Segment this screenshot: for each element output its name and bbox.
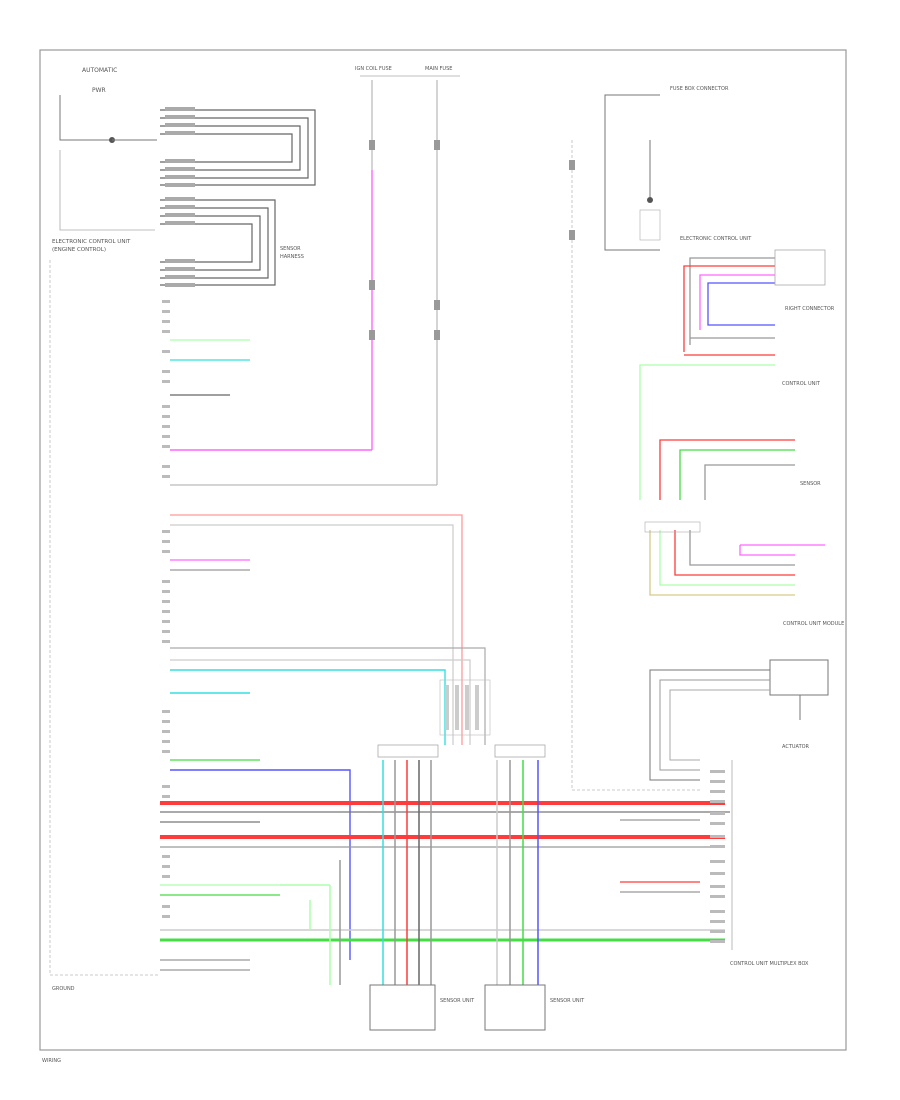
automatic-sublabel: PWR (92, 87, 106, 94)
right-mid3-label: SENSOR (800, 481, 821, 487)
mid-connector-block (439, 679, 491, 736)
right-bus-stubs (620, 819, 700, 893)
footer-label: WIRING (42, 1058, 61, 1064)
harness-label-b: HARNESS (280, 254, 304, 260)
left-pin-ticks (162, 300, 170, 918)
right-top-module: ELECTRONIC CONTROL UNIT (604, 94, 752, 251)
diagram-frame (39, 49, 847, 1051)
bottom-unit-a-label: SENSOR UNIT (440, 998, 475, 1004)
bottom-bracket-a (377, 744, 439, 758)
fuse-feed-wires (170, 75, 700, 791)
actuator-label: ACTUATOR (782, 744, 810, 750)
upper-tick-labels (165, 107, 195, 287)
main-bus (160, 801, 730, 971)
right-low-label: CONTROL UNIT MODULE (783, 621, 844, 627)
right-pin-ticks (710, 770, 725, 943)
bottom-right-label: CONTROL UNIT MULTIPLEX BOX (730, 961, 809, 967)
fuse-a-label: IGN COIL FUSE (355, 66, 392, 72)
ecm-left-label: ELECTRONIC CONTROL UNIT (52, 239, 131, 245)
harness-label-a: SENSOR (280, 246, 301, 252)
bottom-unit-b-label: SENSOR UNIT (550, 998, 585, 1004)
right-mid2-label: CONTROL UNIT (782, 381, 821, 387)
right-lower-wires (649, 530, 825, 596)
actuator-module: ACTUATOR (649, 659, 829, 781)
right-top-label: ELECTRONIC CONTROL UNIT (680, 236, 752, 242)
automatic-label: AUTOMATIC (82, 67, 117, 74)
bottom-sensor-units: SENSOR UNIT SENSOR UNIT (369, 984, 585, 1031)
fuse-b-label: MAIN FUSE (425, 66, 452, 72)
right-small-box (774, 249, 826, 286)
mid-wires (170, 514, 486, 960)
fuse-feed-ticks (369, 140, 575, 340)
right-mid-label: RIGHT CONNECTOR (785, 306, 835, 312)
ground-label: GROUND (52, 986, 75, 992)
fuse-c-label: FUSE BOX CONNECTOR (670, 86, 729, 92)
automatic-module: AUTOMATIC PWR (59, 67, 157, 143)
right-connector-wires (639, 257, 795, 500)
left-stub-wires (170, 339, 250, 396)
bottom-drops (280, 760, 539, 985)
right-lower-connector (644, 521, 701, 533)
ecm-left-sublabel: (ENGINE CONTROL) (52, 247, 106, 253)
upper-wire-bundle (160, 109, 316, 286)
bottom-bracket-b (494, 744, 546, 758)
ecm-left: ELECTRONIC CONTROL UNIT (ENGINE CONTROL)… (49, 150, 160, 992)
